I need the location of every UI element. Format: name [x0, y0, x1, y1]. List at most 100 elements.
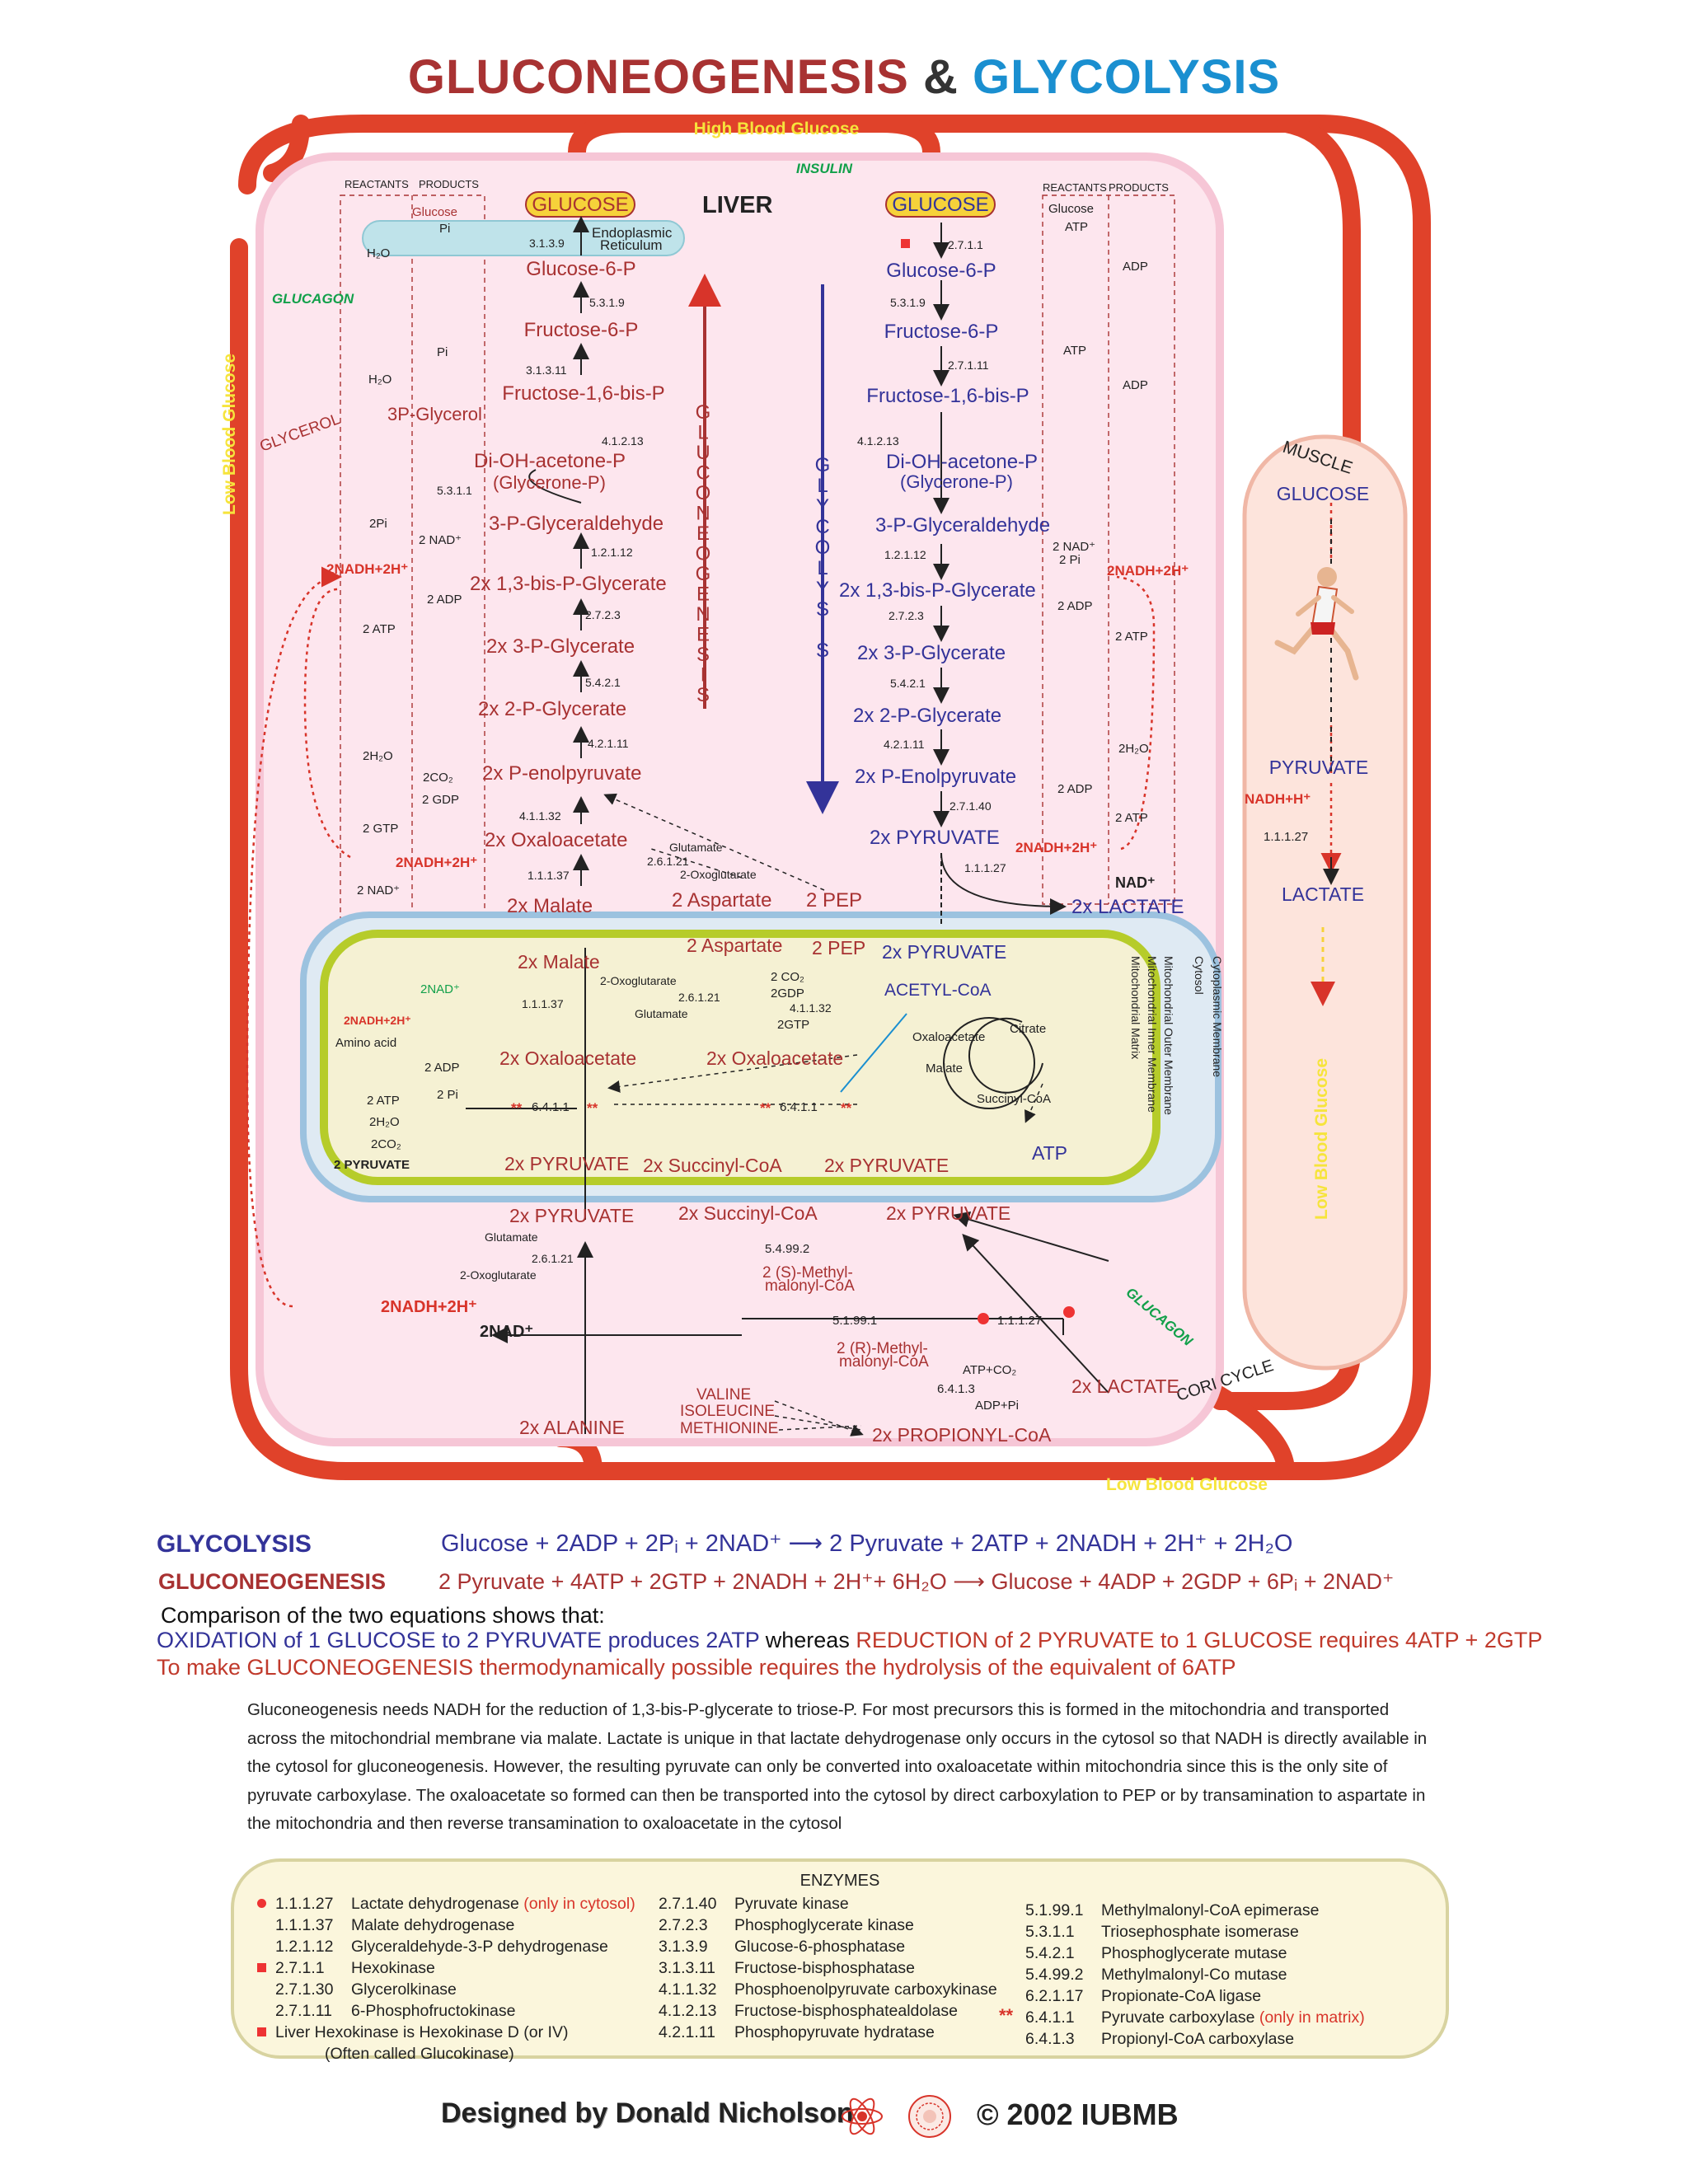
left-aspartate: 2 Aspartate: [672, 889, 771, 912]
oxidation-reduction-line: OXIDATION of 1 GLUCOSE to 2 PYRUVATE pro…: [157, 1628, 1542, 1653]
products-header-right: PRODUCTS: [1109, 181, 1169, 194]
mito-amino-acid: Amino acid: [335, 1036, 396, 1050]
lower-pyruvate-left: 2x PYRUVATE: [509, 1205, 634, 1226]
lower-6413: 6.4.1.3: [937, 1382, 975, 1396]
enzyme-name: Phosphoenolpyruvate carboxykinase: [734, 1980, 997, 1999]
left-nad: 2 NAD⁺: [419, 533, 462, 547]
vertical-letter: E: [696, 523, 710, 545]
enzyme-code: 5.3.1.9: [589, 296, 625, 309]
right-3pg: 2x 3-P-Glycerate: [857, 642, 1006, 664]
left-g3p: 3-P-Glyceraldehyde: [489, 513, 663, 535]
mito-acetyl-coa: ACETYL-CoA: [884, 981, 992, 1000]
vertical-letter: I: [820, 619, 826, 641]
left-glucose: GLUCOSE: [532, 194, 628, 216]
reactants-header-right: REACTANTS: [1043, 181, 1107, 194]
lower-nadh: 2NADH+2H⁺: [381, 1298, 477, 1316]
left-g6p: Glucose-6-P: [526, 258, 635, 280]
left-glucose-small: Glucose: [412, 205, 457, 219]
enzyme-name: Methylmalonyl-Co mutase: [1101, 1966, 1287, 1984]
precursor-dashed-lines: [603, 793, 1043, 1436]
left-h2o-2: H₂O: [368, 373, 392, 387]
membrane-label: Cytoplasmic Membrane: [1211, 956, 1224, 1077]
high-glucose-label: High Blood Glucose: [694, 120, 860, 138]
lower-pathway-lines: [466, 1013, 1109, 1394]
enzyme-code: 2.7.1.1: [948, 238, 983, 251]
vertical-letter: L: [817, 557, 828, 579]
lower-lactate: 2x LACTATE: [1071, 1376, 1179, 1397]
enzyme-name: Glucose-6-phosphatase: [734, 1938, 906, 1956]
mito-stars-1: **: [511, 1100, 523, 1116]
enzyme-code: 2.6.1.21: [647, 855, 689, 868]
right-atp-1: ATP: [1065, 220, 1088, 234]
left-enzyme-codes: 3.1.3.9 5.3.1.9 3.1.3.11 4.1.2.13 5.3.1.…: [437, 237, 689, 882]
membrane-label: Cytosol: [1193, 956, 1206, 995]
enzyme-code: 1.2.1.12: [275, 1938, 334, 1956]
enzyme-code: 5.4.2.1: [585, 676, 621, 689]
vertical-letter: S: [696, 684, 710, 706]
enzyme-code: 5.4.2.1: [1025, 1944, 1075, 1962]
enzyme-code: 4.1.2.13: [857, 434, 899, 448]
enzyme-code: 2.7.1.1: [275, 1959, 325, 1977]
right-adp-2: ADP: [1123, 378, 1148, 392]
left-pep: 2x P-enolpyruvate: [482, 762, 641, 785]
muscle-enzyme: 1.1.1.27: [1264, 830, 1308, 844]
lower-r-methyl-2: malonyl-CoA: [839, 1353, 929, 1371]
mito-malate: 2x Malate: [518, 951, 600, 972]
right-lactate: 2x LACTATE: [1071, 896, 1184, 918]
blood-vessel: [230, 115, 1431, 1480]
enzyme-name: Glycerolkinase: [351, 1980, 457, 1999]
gluconeogenesis-backbone: [528, 216, 593, 1434]
enzyme-marker: [257, 1899, 266, 1908]
mito-pyruvate-top: 2x PYRUVATE: [882, 941, 1006, 963]
right-h2o: 2H₂O: [1118, 742, 1149, 756]
lower-valine: VALINE: [696, 1386, 751, 1404]
enzymes-title: ENZYMES: [799, 1872, 880, 1890]
left-2pg: 2x 2-P-Glycerate: [478, 698, 626, 720]
left-3pg: 2x 3-P-Glycerate: [486, 635, 635, 658]
atom-logo-icon: [842, 2097, 883, 2135]
right-enzyme-codes: 2.7.1.1 5.3.1.9 2.7.1.11 4.1.2.13 1.2.1.…: [857, 238, 1006, 874]
ldh-marker-left: [978, 1313, 989, 1324]
mito-gtp: 2GTP: [777, 1018, 809, 1032]
explanation-paragraph: Gluconeogenesis needs NADH for the reduc…: [247, 1700, 1428, 1833]
low-glucose-right-label: Low Blood Glucose: [1312, 1058, 1331, 1220]
mito-stars-2: **: [587, 1100, 598, 1116]
mito-oxaloacetate-cycle: Oxaloacetate: [912, 1030, 985, 1044]
vertical-letter: L: [697, 422, 708, 444]
oxidation-text: OXIDATION of 1 GLUCOSE to 2 PYRUVATE pro…: [157, 1628, 760, 1652]
muscle-cell: [1242, 434, 1408, 1371]
right-atp-4: 2 ATP: [1115, 811, 1148, 825]
enzyme-code: 5.3.1.1: [437, 484, 472, 497]
enzyme-code: 4.2.1.11: [588, 737, 629, 750]
low-glucose-bottom-label: Low Blood Glucose: [1106, 1475, 1268, 1494]
vertical-letter: G: [815, 454, 831, 476]
enzyme-name: Methylmalonyl-CoA epimerase: [1101, 1901, 1320, 1919]
enzyme-name: Phosphoglycerate kinase: [734, 1916, 914, 1934]
enzyme-name: Fructose-bisphosphatase: [734, 1959, 915, 1977]
enzyme-code: 2.7.2.3: [889, 609, 924, 622]
mito-pi: 2 Pi: [437, 1088, 458, 1102]
left-co2: 2CO₂: [423, 771, 453, 785]
enzyme-code: 5.1.99.1: [1025, 1901, 1084, 1919]
reactants-header-left: REACTANTS: [345, 178, 409, 190]
mito-oxoglutarate: 2-Oxoglutarate: [600, 974, 677, 987]
right-f16bp: Fructose-1,6-bis-P: [866, 385, 1029, 407]
gluconeogenesis-vertical-word: GLUCONEOGENESIS: [696, 401, 711, 706]
liver-hexokinase-note: Liver Hexokinase is Hexokinase D (or IV): [257, 2022, 635, 2043]
left-oaa: 2x Oxaloacetate: [485, 829, 627, 851]
enzyme-code: 4.2.1.11: [659, 2023, 716, 2041]
enzyme-code: 1.1.1.27: [964, 861, 1006, 874]
muscle-nadh: NADH+H⁺: [1245, 791, 1311, 807]
mito-glutamate: Glutamate: [635, 1007, 688, 1020]
vertical-letter: E: [696, 583, 710, 606]
right-glucose-small: Glucose: [1048, 202, 1094, 216]
glycolysis-equation: Glucose + 2ADP + 2Pᵢ + 2NAD⁺ ⟶ 2 Pyruvat…: [441, 1530, 1293, 1557]
left-malate: 2x Malate: [507, 895, 593, 917]
tca-cycle: [943, 1017, 1035, 1109]
vertical-letter: Y: [816, 578, 829, 600]
